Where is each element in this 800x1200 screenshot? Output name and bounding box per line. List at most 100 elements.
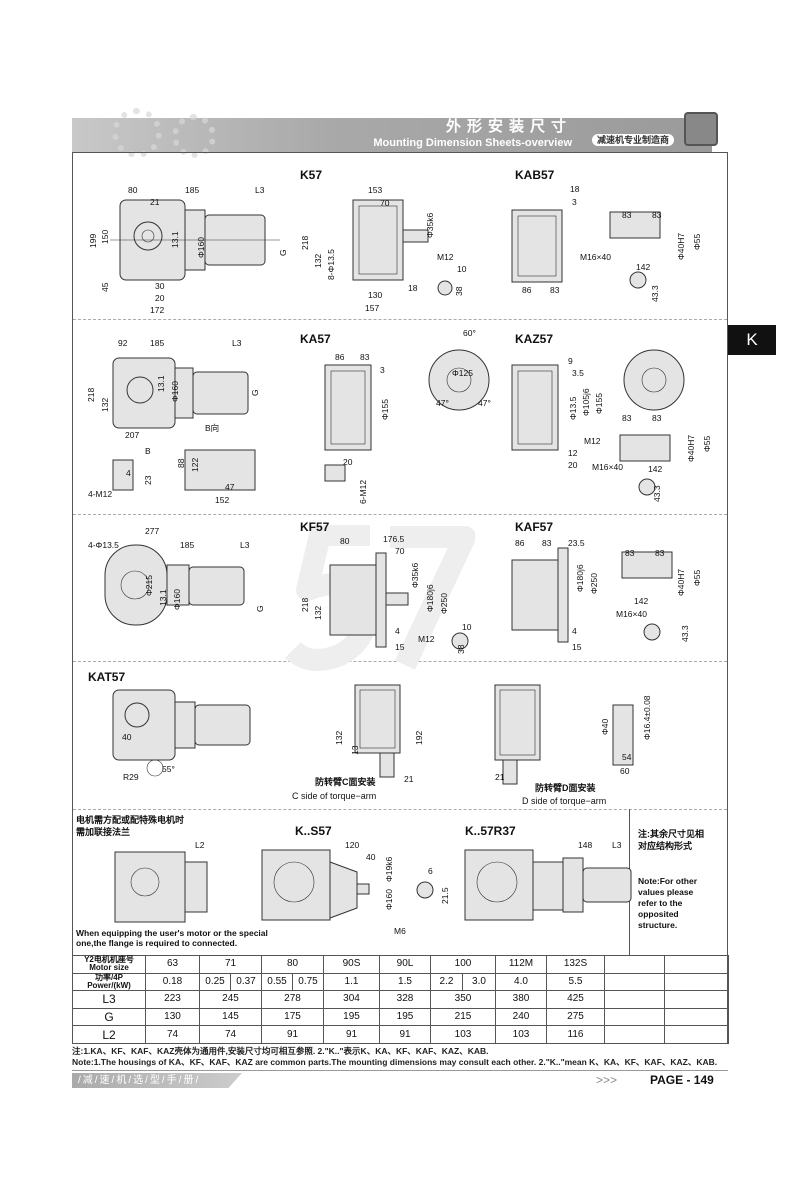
dim-label: 150 [100, 229, 110, 244]
cell: 90L [379, 955, 431, 974]
dim-label: 4 [126, 468, 131, 478]
dim-label: 80 [128, 185, 138, 195]
dim-label: Φ55 [702, 435, 712, 452]
divider [73, 319, 727, 320]
cell [604, 972, 665, 992]
cell [664, 1025, 729, 1044]
k57r37-drawing [464, 849, 632, 921]
dim-label: Φ125 [452, 368, 473, 378]
dim-label: 83 [550, 285, 560, 295]
dim-label: Φ160 [196, 237, 206, 258]
dim-label: L3 [232, 338, 242, 348]
dim-label: 47° [478, 398, 491, 408]
dim-label: 43.3 [680, 625, 690, 642]
dim-label: 3 [380, 365, 385, 375]
dim-label: 83 [622, 413, 632, 423]
dim-label: Φ160 [384, 889, 394, 910]
cell: 2.2 [430, 972, 463, 992]
dim-label: 10 [457, 264, 467, 274]
cell [604, 1025, 665, 1044]
dim-label: Φ215 [144, 575, 154, 596]
cell: 278 [261, 990, 324, 1009]
divider [73, 514, 727, 515]
dim-label: G [278, 249, 288, 256]
cell: 112M [495, 955, 547, 974]
cell: 1.1 [323, 972, 380, 992]
dim-label: 218 [86, 387, 96, 402]
section-tab-k: K [728, 325, 776, 355]
cell: 103 [495, 1025, 547, 1044]
cell: 0.18 [145, 972, 200, 992]
dim-label: 83 [655, 548, 665, 558]
dim-label: G [250, 389, 260, 396]
cell: 80 [261, 955, 324, 974]
cell: 74 [145, 1025, 200, 1044]
kat57-torque-arm-drawing [354, 684, 634, 785]
k57r37-title: K..57R37 [465, 824, 516, 838]
dim-label: Φ155 [594, 393, 604, 414]
dim-label: 13.1 [158, 589, 168, 606]
dim-label: 153 [368, 185, 383, 195]
dim-label: L2 [195, 840, 205, 850]
dim-label: 13 [350, 745, 360, 755]
gearbox-logo-icon [684, 112, 718, 146]
dim-label: Φ250 [589, 573, 599, 594]
cell: 130 [145, 1007, 200, 1027]
d-side-label-en: D side of torque−arm [522, 796, 607, 806]
kf57-title: KF57 [300, 520, 330, 534]
kat57-drawing [112, 689, 251, 777]
footer-book-title: /减/速/机/选/型/手/册/ [72, 1073, 242, 1088]
header-cn: 功率/4P [94, 972, 123, 982]
cell: 175 [261, 1007, 324, 1027]
cell: 380 [495, 990, 547, 1009]
dim-label: 83 [622, 210, 632, 220]
flange-note-en: When equipping the user's motor or the s… [76, 928, 268, 948]
dim-label: Φ40 [600, 718, 610, 735]
cell: 240 [495, 1007, 547, 1027]
flange-drawing [114, 851, 208, 923]
dim-label: 142 [636, 262, 651, 272]
dim-label: 148 [578, 840, 593, 850]
kaf57-title: KAF57 [515, 520, 554, 534]
footnote-cn: 注:1.KA、KF、KAF、KAZ壳体为通用件,安装尺寸均可相互参照. 2."K… [72, 1046, 489, 1056]
header-title-cn: 外形安装尺寸 [445, 118, 572, 135]
dim-label: Φ160 [170, 381, 180, 402]
cell: 91 [261, 1025, 324, 1044]
cell: 195 [379, 1007, 431, 1027]
dim-label: 13.1 [156, 375, 166, 392]
cell: 195 [323, 1007, 380, 1027]
cell: 4.0 [495, 972, 547, 992]
cell [664, 990, 729, 1009]
dim-label: 132 [334, 730, 344, 745]
dim-label: 18 [570, 184, 580, 194]
dim-label: 83 [652, 413, 662, 423]
kat57-title: KAT57 [88, 670, 126, 684]
k57-title: K57 [300, 168, 323, 182]
dim-label: 47 [225, 482, 235, 492]
cell [604, 955, 665, 974]
dim-label: 83 [360, 352, 370, 362]
dim-label: M16×40 [616, 609, 647, 619]
cell: 103 [430, 1025, 496, 1044]
dim-label: 55° [162, 764, 175, 774]
cell: 5.5 [546, 972, 605, 992]
footer-divider [72, 1070, 728, 1071]
dim-label: Φ35k6 [425, 212, 435, 238]
dim-label: 12 [568, 448, 578, 458]
dim-label: 132 [100, 397, 110, 412]
dim-label: 38 [454, 286, 464, 296]
cell: 116 [546, 1025, 605, 1044]
dim-label: Φ105j6 [581, 388, 591, 416]
dim-label: Φ16.4±0.08 [642, 695, 652, 740]
dim-label: 172 [150, 305, 165, 315]
dim-label: M16×40 [592, 462, 623, 472]
dim-label: 60 [620, 766, 630, 776]
dim-label: 21 [404, 774, 414, 784]
dim-label: M16×40 [580, 252, 611, 262]
dim-label: 20 [155, 293, 165, 303]
kaz57-drawing [511, 349, 685, 496]
dim-label: G [255, 605, 265, 612]
ks57-title: K..S57 [295, 824, 332, 838]
